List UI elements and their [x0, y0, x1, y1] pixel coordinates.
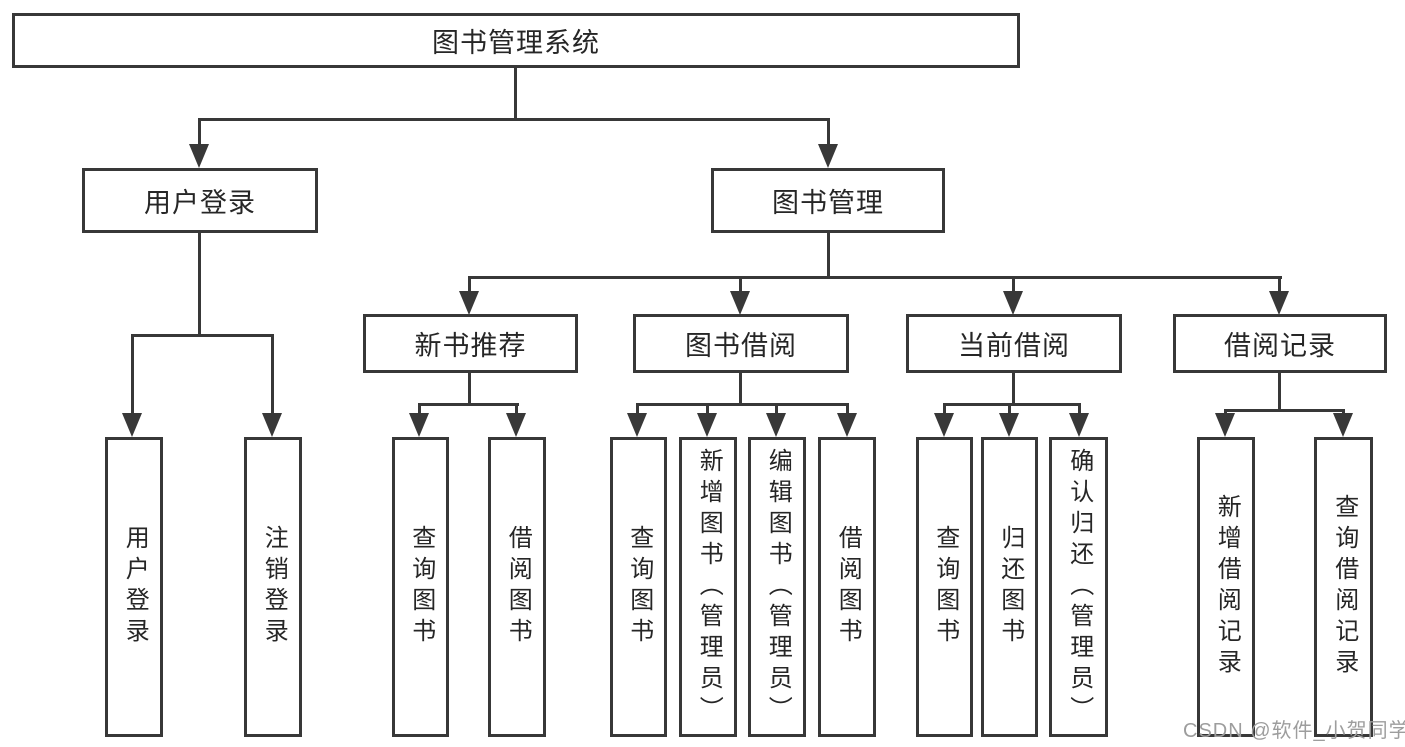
arrowhead-to-leaf-confirm-return-admin	[1069, 413, 1089, 437]
node-current-borrow: 当前借阅	[906, 314, 1122, 373]
connector-user-login-rail	[131, 334, 274, 337]
arrowhead-to-current-borrow	[1003, 291, 1023, 315]
node-book-management-label: 图书管理	[772, 188, 884, 218]
connector-root-stub	[514, 66, 517, 121]
leaf-edit-book-admin-label: 编辑图书（管理员）	[764, 447, 792, 727]
node-root: 图书管理系统	[12, 13, 1020, 68]
connector-borrow-record-rail	[1224, 409, 1345, 412]
node-user-login: 用户登录	[82, 168, 318, 233]
arrowhead-to-leaf-query-book-current	[934, 413, 954, 437]
connector-to-leaf-borrow-book-borrow	[846, 403, 849, 416]
node-current-borrow-label: 当前借阅	[958, 331, 1070, 361]
connector-to-new-book-recommend	[468, 276, 471, 294]
connector-to-leaf-confirm-return-admin	[1078, 403, 1081, 416]
connector-book-borrow-stub	[739, 371, 742, 406]
connector-to-borrow-record	[1278, 276, 1281, 294]
leaf-add-borrow-record: 新增借阅记录	[1197, 437, 1255, 737]
leaf-query-book-current: 查询图书	[916, 437, 973, 737]
arrowhead-to-leaf-add-borrow-record	[1215, 413, 1235, 437]
arrowhead-to-leaf-edit-book-admin	[766, 413, 786, 437]
connector-to-leaf-add-book-admin	[706, 403, 709, 416]
leaf-add-book-admin-label: 新增图书（管理员）	[695, 447, 723, 727]
node-new-book-recommend-label: 新书推荐	[414, 331, 527, 361]
node-root-label: 图书管理系统	[432, 28, 600, 58]
leaf-return-book: 归还图书	[981, 437, 1038, 737]
node-borrow-record-label: 借阅记录	[1224, 331, 1336, 361]
arrowhead-to-leaf-query-borrow-record	[1333, 413, 1353, 437]
connector-to-current-borrow	[1012, 276, 1015, 294]
leaf-edit-book-admin: 编辑图书（管理员）	[748, 437, 806, 737]
connector-new-book-recommend-rail	[418, 403, 519, 406]
connector-to-leaf-borrow-book-recommend	[515, 403, 518, 416]
leaf-query-borrow-record-label: 查询借阅记录	[1330, 494, 1358, 680]
connector-to-leaf-query-book-borrow	[636, 403, 639, 416]
leaf-user-login-label: 用户登录	[121, 525, 149, 649]
leaf-query-book-borrow: 查询图书	[610, 437, 667, 737]
leaf-add-borrow-record-label: 新增借阅记录	[1213, 494, 1241, 680]
leaf-borrow-book-recommend-label: 借阅图书	[504, 525, 532, 649]
node-book-borrow: 图书借阅	[633, 314, 849, 373]
arrowhead-to-leaf-query-book-borrow	[627, 413, 647, 437]
leaf-query-book-borrow-label: 查询图书	[625, 525, 653, 649]
arrowhead-to-book-borrow	[730, 291, 750, 315]
connector-new-book-recommend-stub	[468, 371, 471, 406]
connector-book-management-stub	[827, 231, 830, 279]
leaf-confirm-return-admin: 确认归还（管理员）	[1049, 437, 1108, 737]
leaf-logout-login-label: 注销登录	[260, 525, 288, 649]
leaf-borrow-book-borrow: 借阅图书	[818, 437, 876, 737]
arrowhead-to-leaf-logout	[262, 413, 282, 437]
connector-to-leaf-query-book-recommend	[418, 403, 421, 416]
connector-current-borrow-stub	[1012, 371, 1015, 406]
arrowhead-to-leaf-return-book	[999, 413, 1019, 437]
connector-book-borrow-rail	[636, 403, 849, 406]
leaf-borrow-book-borrow-label: 借阅图书	[834, 525, 862, 649]
connector-to-leaf-return-book	[1008, 403, 1011, 416]
arrowhead-to-leaf-add-book-admin	[697, 413, 717, 437]
leaf-query-book-recommend-label: 查询图书	[407, 525, 435, 649]
connector-user-login-stub	[198, 231, 201, 337]
leaf-query-book-current-label: 查询图书	[931, 525, 959, 649]
leaf-logout-login: 注销登录	[244, 437, 302, 737]
leaf-query-borrow-record: 查询借阅记录	[1314, 437, 1373, 737]
arrowhead-to-book-management	[818, 144, 838, 168]
node-borrow-record: 借阅记录	[1173, 314, 1387, 373]
connector-to-leaf-user-login	[131, 334, 134, 416]
node-new-book-recommend: 新书推荐	[363, 314, 578, 373]
leaf-query-book-recommend: 查询图书	[392, 437, 449, 737]
connector-to-leaf-query-book-current	[943, 403, 946, 416]
connector-to-book-borrow	[739, 276, 742, 294]
connector-root-rail	[198, 118, 830, 121]
connector-to-leaf-logout	[271, 334, 274, 416]
arrowhead-to-leaf-query-book-recommend	[409, 413, 429, 437]
arrowhead-to-new-book-recommend	[459, 291, 479, 315]
csdn-watermark: CSDN @软件_小贺同学	[1183, 720, 1405, 742]
arrowhead-to-leaf-user-login	[122, 413, 142, 437]
arrowhead-to-borrow-record	[1269, 291, 1289, 315]
leaf-confirm-return-admin-label: 确认归还（管理员）	[1065, 447, 1093, 727]
arrowhead-to-leaf-borrow-book-recommend	[506, 413, 526, 437]
node-book-borrow-label: 图书借阅	[685, 331, 797, 361]
node-book-management: 图书管理	[711, 168, 945, 233]
arrowhead-to-leaf-borrow-book-borrow	[837, 413, 857, 437]
leaf-return-book-label: 归还图书	[996, 525, 1024, 649]
connector-book-management-rail	[468, 276, 1282, 279]
connector-current-borrow-rail	[943, 403, 1081, 406]
leaf-user-login: 用户登录	[105, 437, 163, 737]
leaf-add-book-admin: 新增图书（管理员）	[679, 437, 737, 737]
arrowhead-to-user-login	[189, 144, 209, 168]
connector-borrow-record-stub	[1278, 371, 1281, 412]
connector-to-book-management	[827, 118, 830, 147]
node-user-login-label: 用户登录	[144, 188, 256, 218]
connector-to-leaf-edit-book-admin	[775, 403, 778, 416]
leaf-borrow-book-recommend: 借阅图书	[488, 437, 546, 737]
connector-to-user-login	[198, 118, 201, 147]
